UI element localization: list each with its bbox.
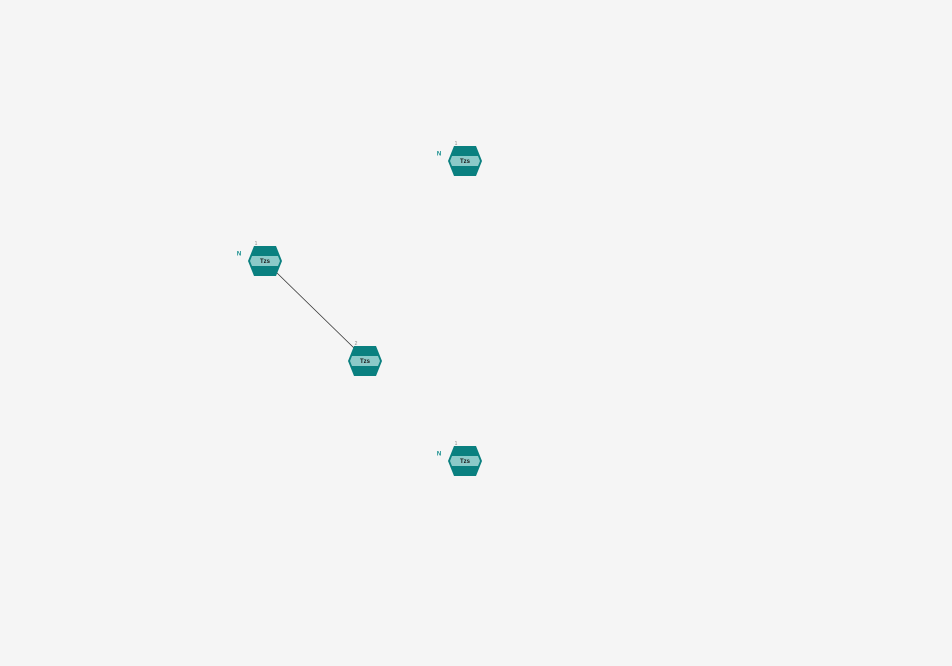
node-terminal-label: N	[437, 152, 441, 158]
node-label: Tzs	[360, 359, 371, 365]
node-n2[interactable]: Tzs 1N	[237, 241, 282, 276]
node-terminal-label: N	[437, 452, 441, 458]
node-n1[interactable]: Tzs 1N	[437, 141, 482, 176]
edges-layer	[275, 271, 355, 349]
node-n4[interactable]: Tzs 1N	[437, 441, 482, 476]
node-label: Tzs	[460, 159, 471, 165]
node-label-band	[250, 256, 280, 266]
node-label-band	[450, 456, 480, 466]
node-index: 1	[255, 241, 258, 247]
node-label-band	[350, 356, 380, 366]
node-index: 2	[355, 341, 358, 347]
node-label: Tzs	[260, 259, 271, 265]
node-label: Tzs	[460, 459, 471, 465]
node-terminal-label: N	[237, 252, 241, 258]
node-label-band	[450, 156, 480, 166]
edge-n2-n3	[275, 271, 355, 349]
node-index: 1	[455, 141, 458, 147]
node-index: 1	[455, 441, 458, 447]
node-n3[interactable]: Tzs 2	[348, 341, 382, 376]
